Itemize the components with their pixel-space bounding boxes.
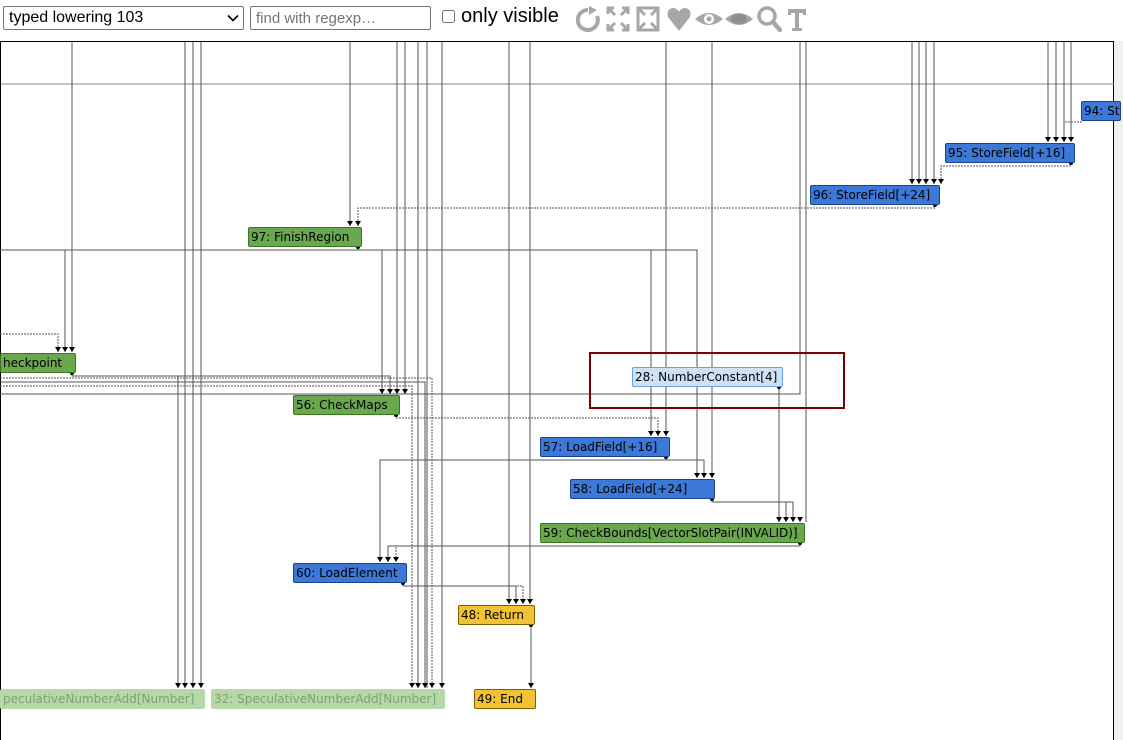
collapse-icon[interactable] [635,5,661,33]
node-57-loadfield[interactable]: 57: LoadField[+16] [540,437,670,457]
chevron-down-icon [227,14,239,22]
scrollbar-track[interactable] [1114,41,1123,740]
search-icon[interactable] [756,5,782,33]
node-32-speculativenumberadd[interactable]: 32: SpeculativeNumberAdd[Number] [211,689,445,709]
toolbar: typed lowering 103 only visible [0,0,1123,40]
only-visible-label: only visible [461,5,559,27]
node-96-storefield[interactable]: 96: StoreField[+24] [810,185,940,205]
node-60-loadelement[interactable]: 60: LoadElement [293,563,407,583]
node-94-storefield[interactable]: 94: St [1081,101,1121,121]
node-checkpoint[interactable]: heckpoint [0,353,76,373]
reload-icon[interactable] [575,5,601,33]
node-28-numberconstant[interactable]: 28: NumberConstant[4] [632,367,783,387]
node-49-end[interactable]: 49: End [474,689,536,709]
graph-canvas[interactable] [0,41,1114,740]
node-58-loadfield[interactable]: 58: LoadField[+24] [570,479,715,499]
node-97-finishregion[interactable]: 97: FinishRegion [248,227,362,247]
type-t-icon[interactable] [786,5,808,33]
heart-icon[interactable] [666,5,692,33]
eye-icon[interactable] [694,5,724,33]
selection-highlight-box [589,352,845,409]
eye-solid-icon[interactable] [724,5,754,33]
node-95-storefield[interactable]: 95: StoreField[+16] [945,143,1075,163]
search-input[interactable] [250,6,431,30]
node-speculativenumberadd-left[interactable]: peculativeNumberAdd[Number] [0,689,205,709]
phase-select-value: typed lowering 103 [9,9,144,26]
node-59-checkbounds[interactable]: 59: CheckBounds[VectorSlotPair(INVALID)] [540,523,805,543]
expand-icon[interactable] [605,5,631,33]
only-visible-checkbox[interactable] [442,10,455,23]
phase-select[interactable]: typed lowering 103 [3,6,244,30]
node-48-return[interactable]: 48: Return [458,605,535,625]
node-56-checkmaps[interactable]: 56: CheckMaps [293,395,400,415]
